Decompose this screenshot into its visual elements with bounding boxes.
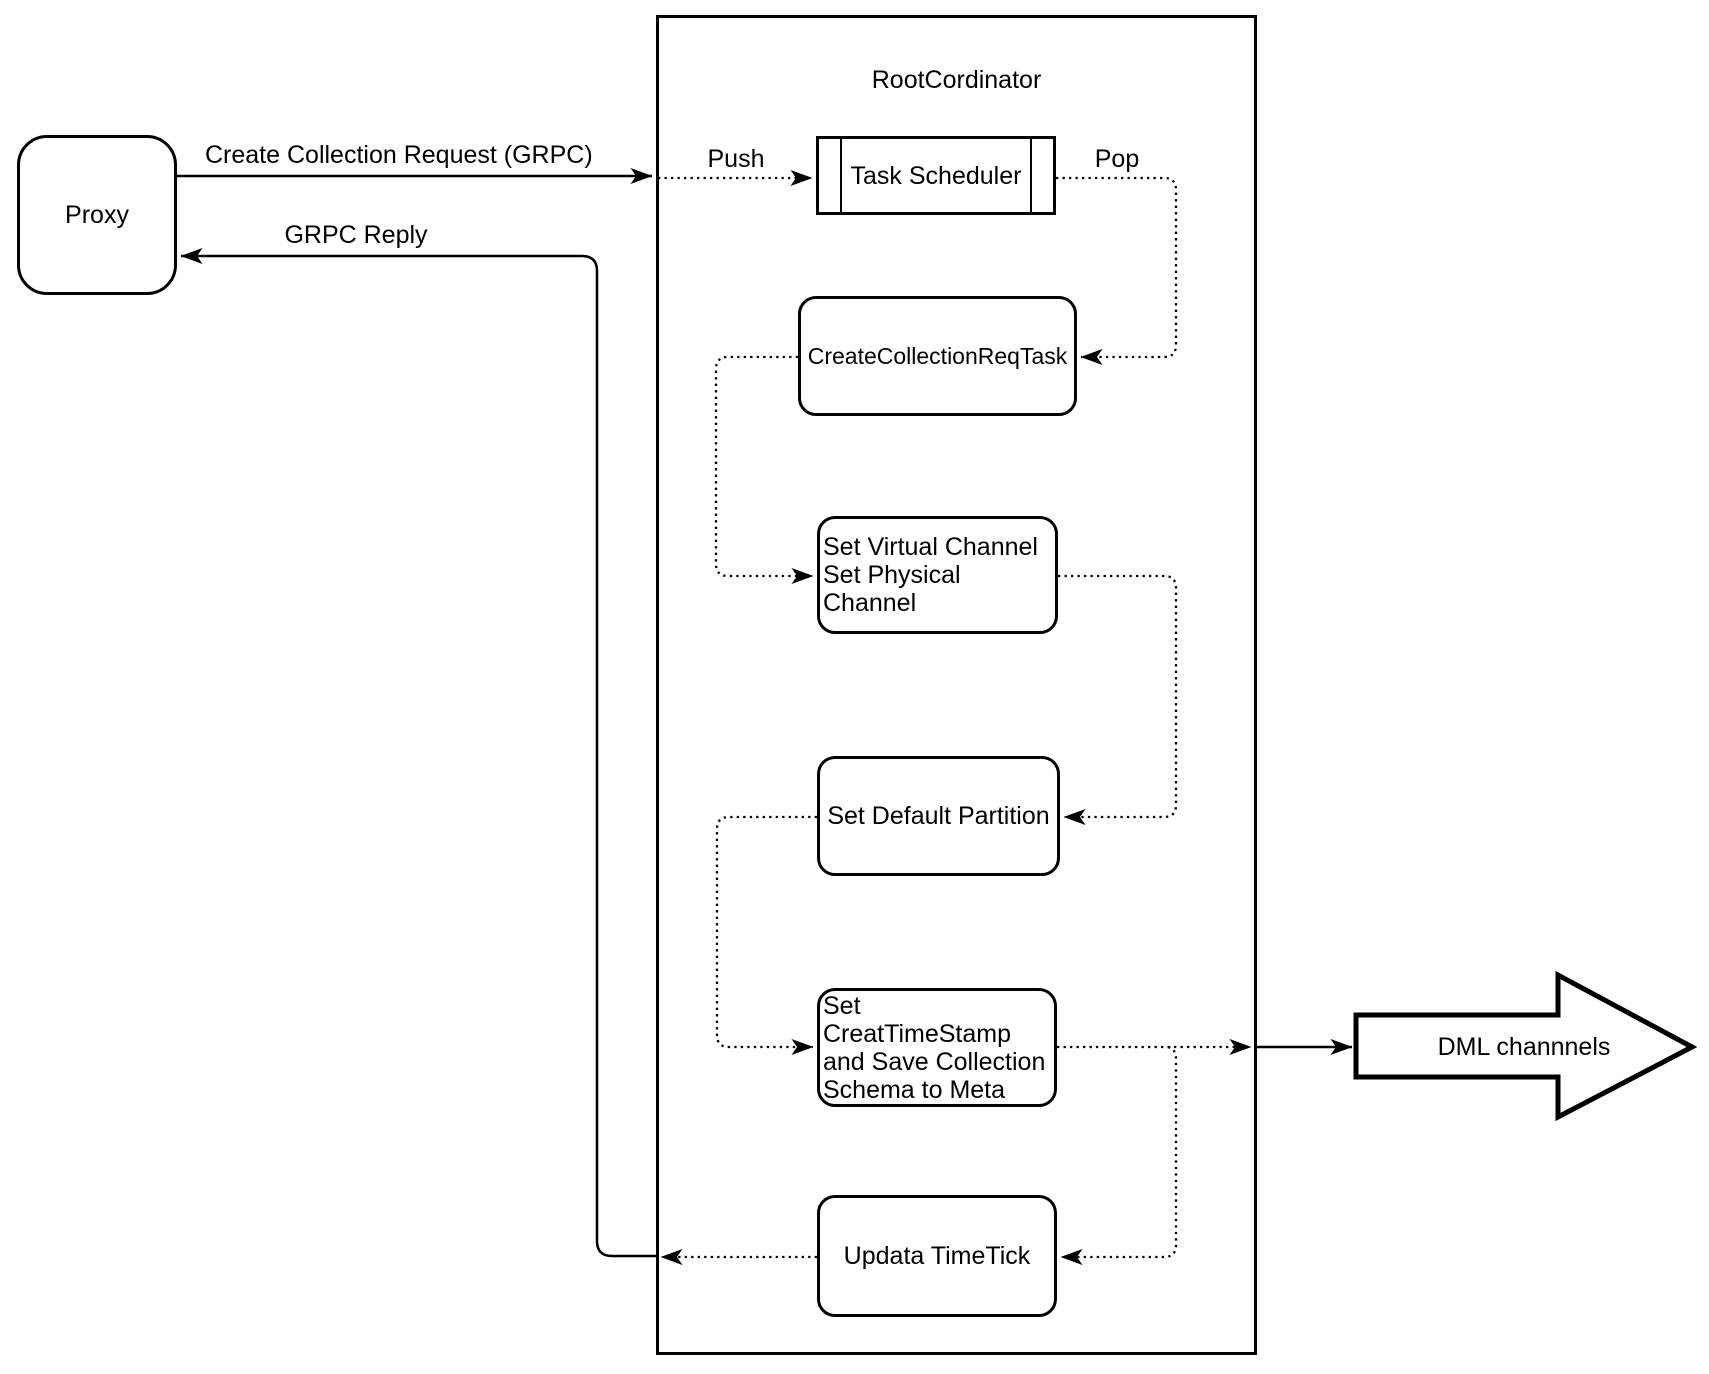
queue-divider-right	[1030, 139, 1032, 212]
create-collection-request-label: Create Collection Request (GRPC)	[205, 141, 593, 169]
dml-channels-arrow-shape	[1353, 970, 1698, 1122]
push-label: Push	[707, 145, 765, 173]
set-creat-timestamp-line1: Set CreatTimeStamp	[823, 991, 1012, 1048]
proxy-node: Proxy	[17, 135, 177, 295]
edge-timestamp-to-updata-timetick	[1060, 1045, 1178, 1265]
set-creat-timestamp-line3: Schema to Meta	[823, 1075, 1006, 1104]
updata-timetick-label: Updata TimeTick	[843, 1242, 1031, 1270]
create-collection-req-task-label: CreateCollectionReqTask	[807, 343, 1068, 369]
set-creat-timestamp-node: Set CreatTimeStamp and Save Collection S…	[817, 988, 1057, 1107]
proxy-label: Proxy	[65, 201, 129, 229]
task-scheduler-label: Task Scheduler	[850, 161, 1022, 190]
edge-default-partition-to-timestamp	[715, 815, 817, 1055]
updata-timetick-node: Updata TimeTick	[817, 1195, 1057, 1317]
set-virtual-channel-line1: Set Virtual Channel	[823, 533, 1038, 561]
set-default-partition-label: Set Default Partition	[827, 802, 1050, 830]
edge-virtual-channel-to-default-partition	[1058, 574, 1178, 825]
set-creat-timestamp-line2: and Save Collection	[823, 1047, 1046, 1076]
set-virtual-channel-line2: Set Physical Channel	[823, 561, 961, 617]
set-default-partition-node: Set Default Partition	[817, 756, 1060, 876]
root-coordinator-title: RootCordinator	[871, 66, 1042, 94]
root-coordinator-container: RootCordinator	[656, 15, 1257, 1355]
dml-channels-label: DML channnels	[1437, 1033, 1611, 1061]
task-scheduler-node: Task Scheduler	[816, 136, 1056, 215]
create-collection-req-task-node: CreateCollectionReqTask	[798, 296, 1077, 416]
edge-grpc-reply	[180, 248, 656, 1258]
set-virtual-channel-node: Set Virtual Channel Set Physical Channel	[817, 516, 1058, 634]
pop-label: Pop	[1094, 145, 1140, 173]
grpc-reply-label: GRPC Reply	[284, 221, 428, 249]
queue-divider-left	[840, 139, 842, 212]
